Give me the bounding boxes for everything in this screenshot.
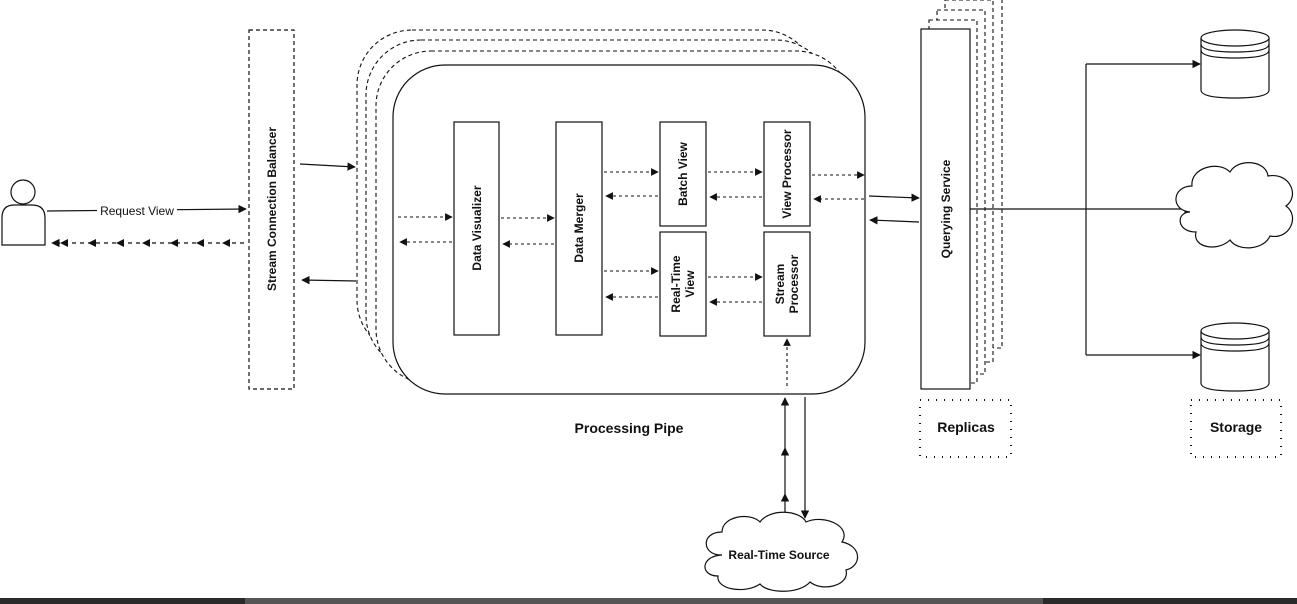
storage-connectors <box>970 59 1201 360</box>
stream-processor-label-line2: Processor <box>787 254 801 313</box>
querying-service-box <box>920 28 971 390</box>
realtime-source-label: Real-Time Source <box>728 548 829 562</box>
data-merger-label: Data Merger <box>572 193 586 263</box>
storage-frame <box>1190 399 1282 458</box>
pipe-to-balancer-arrow <box>301 275 357 285</box>
data-visualizer-label: Data Visualizer <box>470 185 484 270</box>
storage-database-icon-bottom <box>1200 322 1270 392</box>
stream-processor-label-line1: Stream <box>773 264 787 305</box>
realtime-source-arrows <box>780 397 810 520</box>
processing-pipe <box>392 64 866 395</box>
querying-service-label: Querying Service <box>939 159 953 258</box>
user-icon <box>1 179 46 246</box>
stream-connection-balancer <box>248 29 295 390</box>
pipe-to-query-arrow <box>868 193 920 202</box>
storage-label: Storage <box>1210 419 1262 435</box>
pipe-internal-arrows <box>398 168 865 386</box>
balancer-to-pipe-arrow <box>299 162 356 171</box>
stream-connection-balancer-label: Stream Connection Balancer <box>265 127 279 291</box>
storage-cloud-icon <box>1175 162 1294 249</box>
realtime-view-label-line1: Real-Time <box>669 255 683 312</box>
view-processor-box <box>763 121 811 227</box>
batch-view-box <box>659 121 707 227</box>
storage-database-icon-top <box>1200 29 1270 99</box>
bottom-bar-segment <box>245 598 1043 604</box>
realtime-view-label-line2: View <box>683 270 697 298</box>
data-visualizer-box <box>453 121 500 336</box>
response-arrow-heads <box>60 239 230 247</box>
view-processor-label: View Processor <box>780 129 794 218</box>
replicas-label: Replicas <box>937 419 995 435</box>
query-to-pipe-arrow <box>869 216 920 225</box>
stream-processor-box <box>763 231 811 337</box>
batch-view-label: Batch View <box>676 141 690 205</box>
realtime-view-box <box>659 231 707 337</box>
data-merger-box <box>555 121 603 336</box>
request-view-label: Request View <box>100 204 174 218</box>
realtime-source-cloud-icon <box>704 511 859 592</box>
processing-pipe-caption: Processing Pipe <box>575 420 684 436</box>
